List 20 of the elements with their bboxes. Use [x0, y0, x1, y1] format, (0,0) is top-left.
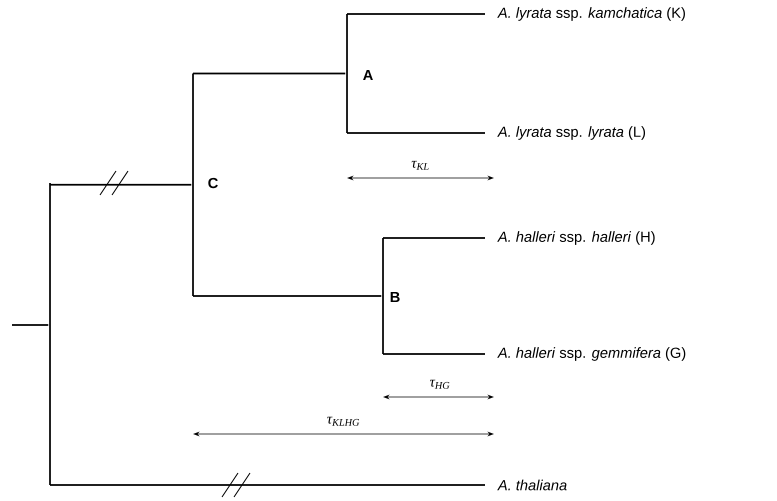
branch-line: [193, 72, 346, 74]
species-label: A. halleri ssp. halleri (H): [497, 231, 655, 245]
time-label: τ$_{KLHG}$: [327, 416, 360, 426]
branch-line: [50, 184, 192, 186]
branch-line: [347, 13, 485, 15]
species-label: A. lyrata ssp. lyrata (L): [497, 126, 646, 140]
branch-line: [383, 237, 485, 239]
species-label: A. thaliana: [497, 480, 567, 490]
node-label: B: [390, 292, 400, 302]
branch-line: [193, 295, 382, 297]
species-label: A. lyrata ssp. kamchatica (K): [497, 7, 685, 21]
branch-line: [50, 484, 485, 486]
node-label: C: [208, 178, 218, 188]
branch-line: [347, 132, 485, 134]
time-label: τ$_{KL}$: [412, 160, 429, 170]
branch-line: [383, 353, 485, 355]
time-label: τ$_{HG}$: [430, 380, 450, 389]
species-label: A. halleri ssp. gemmifera (G): [497, 347, 686, 361]
node-label: A: [363, 70, 373, 80]
branch-line: [12, 324, 48, 326]
